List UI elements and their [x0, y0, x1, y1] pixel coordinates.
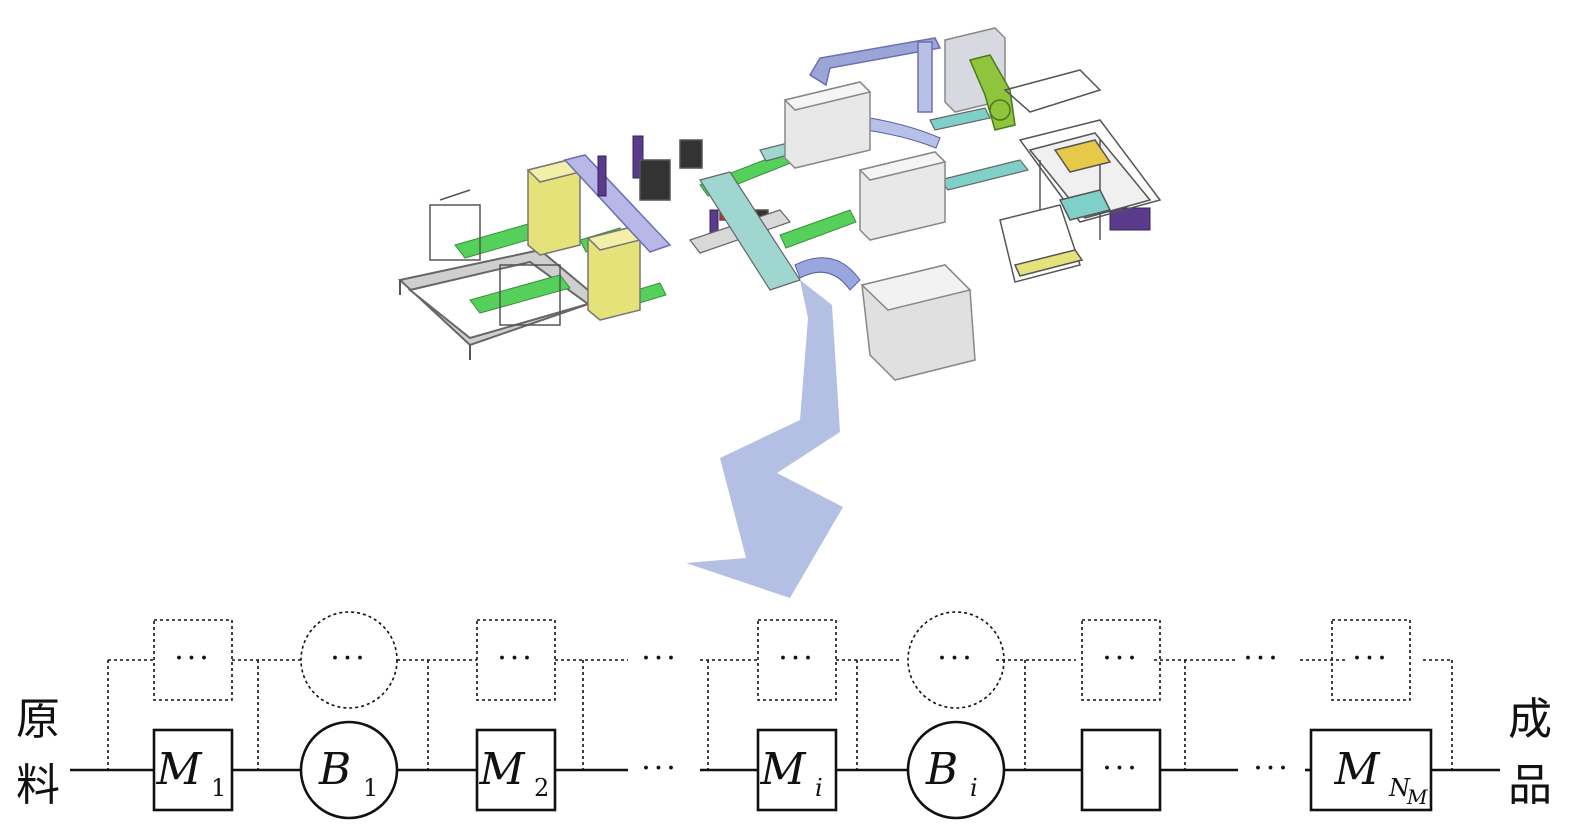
machine-box [152, 728, 234, 812]
station-subscript: i [815, 774, 823, 802]
parallel-buffer-dashed [907, 611, 1005, 709]
parallel-machine-dashed [1331, 619, 1411, 701]
parallel-machine-ellipsis: ··· [1352, 641, 1390, 676]
station-sub-subscript: M [1406, 785, 1428, 809]
parallel-machine-ellipsis: ··· [778, 641, 816, 676]
machine-label: M [155, 744, 202, 795]
machine-label: M [759, 744, 806, 795]
parallel-machine-dashed [476, 619, 556, 701]
station-subscript: N [1388, 774, 1411, 802]
curved-conveyor [794, 117, 941, 291]
buffer-label: B [318, 744, 351, 795]
machine-box [475, 728, 557, 812]
production-line-illustration [397, 27, 1162, 381]
output-label-top: 成 [1508, 694, 1552, 745]
gap-ellipsis: ··· [1253, 751, 1291, 786]
buffer-circle [906, 720, 1006, 820]
input-label-bottom: 料 [16, 760, 60, 811]
output-label-bottom: 品 [1508, 760, 1552, 811]
station-subscript: 2 [534, 774, 549, 802]
station-ellipsis: ··· [1102, 751, 1140, 786]
parallel-machine-dashed [1081, 619, 1161, 701]
top-row-ellipsis: ··· [1243, 641, 1281, 676]
gap-ellipsis: ··· [641, 751, 679, 786]
parallel-machine-ellipsis: ··· [1102, 641, 1140, 676]
station-subscript: 1 [211, 774, 226, 802]
parallel-buffer-dashed [300, 611, 398, 709]
yellow-press-machines [526, 159, 642, 321]
right-rack-frames [999, 69, 1162, 283]
buffer-label: B [925, 744, 958, 795]
buffer-circle [299, 720, 399, 820]
machine-label: M [478, 744, 525, 795]
parallel-machine-ellipsis: ··· [174, 641, 212, 676]
station-subscript: i [970, 774, 978, 802]
zigzag-arrow [686, 280, 843, 598]
purple-panels [597, 135, 1151, 241]
station-subscript: 1 [363, 774, 378, 802]
top-row-ellipsis: ··· [641, 641, 679, 676]
lavender-gantry [563, 37, 942, 253]
input-label-top: 原 [16, 694, 60, 745]
parallel-buffer-ellipsis: ··· [330, 641, 368, 676]
parallel-machine-dashed [153, 619, 233, 701]
parallel-machine-ellipsis: ··· [497, 641, 535, 676]
machine-box [756, 728, 838, 812]
machine-label: M [1333, 744, 1380, 795]
parallel-buffer-ellipsis: ··· [937, 641, 975, 676]
robot-arm [968, 54, 1016, 131]
machine-box [1309, 728, 1433, 812]
parallel-machine-dashed [757, 619, 837, 701]
machine-box [1080, 728, 1162, 812]
